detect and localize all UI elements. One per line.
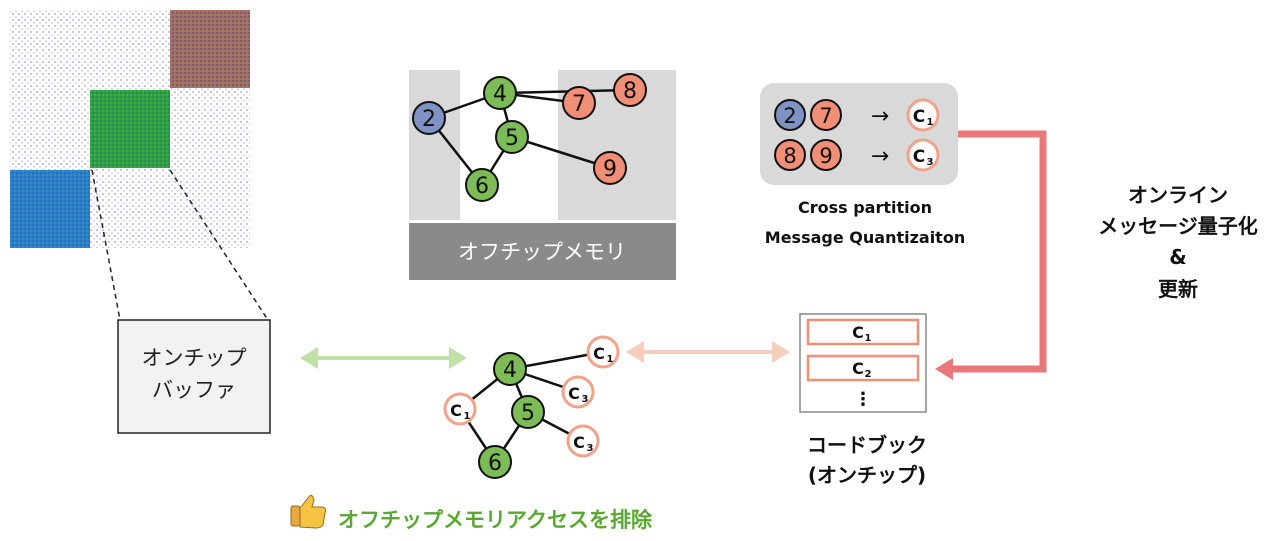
quant-node-9	[810, 139, 842, 171]
red-flow-arrow	[950, 130, 1047, 373]
onchip-code-node-c1-top: C 1	[586, 335, 620, 369]
svg-text:7: 7	[819, 104, 832, 128]
svg-text:C: C	[913, 147, 925, 167]
offchip-node-7: 7	[562, 86, 596, 120]
green-double-arrow	[300, 347, 467, 369]
onchip-code-node-c3-upper: C 3	[561, 375, 595, 409]
svg-text:1: 1	[607, 354, 614, 365]
svg-text:5: 5	[505, 126, 519, 151]
svg-text:C: C	[593, 344, 605, 363]
svg-text:2: 2	[865, 369, 872, 380]
svg-text:C: C	[450, 401, 462, 420]
svg-text:C: C	[568, 384, 580, 403]
svg-text:2: 2	[783, 104, 796, 128]
onchip-buffer-line2: バッファ	[152, 378, 236, 402]
codebook-entry-c2: C 2	[806, 354, 920, 382]
matrix-block-green	[90, 90, 170, 168]
offchip-node-6: 6	[465, 168, 499, 202]
svg-text:3: 3	[927, 157, 934, 168]
svg-text:6: 6	[488, 451, 502, 476]
quant-caption-line1: Cross partition	[798, 198, 932, 217]
onchip-buffer-line1: オンチップ	[142, 346, 247, 370]
online-update-line4: 更新	[1158, 277, 1198, 301]
offchip-node-9: 9	[593, 151, 627, 185]
codebook-label-line2: (オンチップ)	[808, 463, 926, 487]
quant-node-7	[810, 99, 842, 131]
codebook-ellipsis: ⋮	[854, 389, 872, 410]
svg-text:1: 1	[865, 333, 872, 344]
offchip-node-2: 2	[412, 101, 446, 135]
svg-text:2: 2	[422, 107, 436, 132]
onchip-code-node-c1-left: C 1	[443, 392, 477, 426]
bottom-note-text: オフチップメモリアクセスを排除	[338, 508, 653, 532]
offchip-graph-nodes: 2 4 5 6 7 8 9	[412, 73, 647, 202]
thumbs-up-icon	[290, 494, 327, 529]
svg-text:3: 3	[587, 443, 594, 454]
matrix-block-blue	[10, 170, 90, 248]
svg-text:C: C	[573, 433, 585, 452]
onchip-graph-nodes: 4 5 6 C 1 C 3 C 1 C 3	[443, 335, 620, 479]
svg-text:4: 4	[503, 358, 517, 383]
codebook-entry-c1: C 1	[806, 318, 920, 346]
svg-text:8: 8	[623, 79, 637, 104]
onchip-node-6: 6	[478, 445, 512, 479]
pink-double-arrow	[626, 341, 790, 363]
svg-text:4: 4	[493, 82, 507, 107]
codebook: C 1 C 2 ⋮	[799, 313, 927, 413]
online-update-line1: オンライン	[1128, 183, 1228, 207]
svg-text:7: 7	[572, 92, 586, 117]
onchip-node-5: 5	[511, 395, 545, 429]
svg-text:6: 6	[475, 174, 489, 199]
online-update-line3: &	[1169, 245, 1186, 269]
quant-arrow-2: →	[871, 144, 889, 169]
adjacency-matrix	[10, 10, 250, 248]
zoom-line-right	[169, 169, 269, 321]
codebook-label-line1: コードブック	[807, 433, 927, 457]
svg-text:1: 1	[464, 411, 471, 422]
online-update-line2: メッセージ量子化	[1098, 214, 1258, 238]
svg-text:5: 5	[521, 401, 535, 426]
quant-node-2	[774, 99, 806, 131]
svg-text:8: 8	[783, 144, 796, 168]
onchip-code-node-c3-lower: C 3	[566, 424, 600, 458]
offchip-memory-panel: オフチップメモリ	[409, 70, 676, 280]
zoom-line-left	[91, 169, 121, 321]
quant-code-c3: C 3	[906, 138, 940, 172]
online-update-text: オンライン メッセージ量子化 & 更新	[1098, 183, 1258, 301]
svg-text:C: C	[913, 107, 925, 127]
quant-caption-line2: Message Quantizaiton	[765, 228, 965, 247]
svg-text:C: C	[852, 323, 864, 342]
offchip-node-4: 4	[483, 76, 517, 110]
svg-text:C: C	[852, 359, 864, 378]
offchip-node-5: 5	[495, 120, 529, 154]
svg-text:9: 9	[819, 144, 832, 168]
matrix-block-brown	[170, 10, 250, 88]
quant-node-8	[774, 139, 806, 171]
onchip-buffer-box: オンチップ バッファ	[117, 319, 271, 434]
offchip-memory-label: オフチップメモリ	[458, 240, 626, 264]
svg-text:1: 1	[927, 117, 934, 128]
quantization-box: 2 7 → C 1 8 9 → C 3	[760, 83, 958, 185]
onchip-node-4: 4	[493, 352, 527, 386]
svg-text:9: 9	[603, 157, 617, 182]
quant-code-c1: C 1	[906, 98, 940, 132]
offchip-node-8: 8	[613, 73, 647, 107]
svg-text:3: 3	[582, 394, 589, 405]
quant-arrow-1: →	[871, 104, 889, 129]
red-flow-arrowhead	[935, 358, 953, 380]
